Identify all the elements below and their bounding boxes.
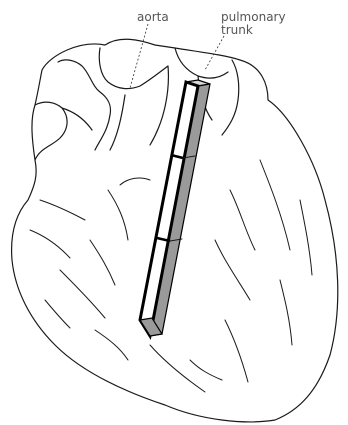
left-atrium-shape [35,102,92,160]
aorta-shape [58,48,168,150]
rod [140,80,210,336]
aorta-leader [130,24,148,88]
pulmonary-trunk-label-line1: pulmonary [221,11,286,23]
aorta-label: aorta [137,11,169,23]
pulmonary-trunk-label-line2: trunk [221,24,253,36]
